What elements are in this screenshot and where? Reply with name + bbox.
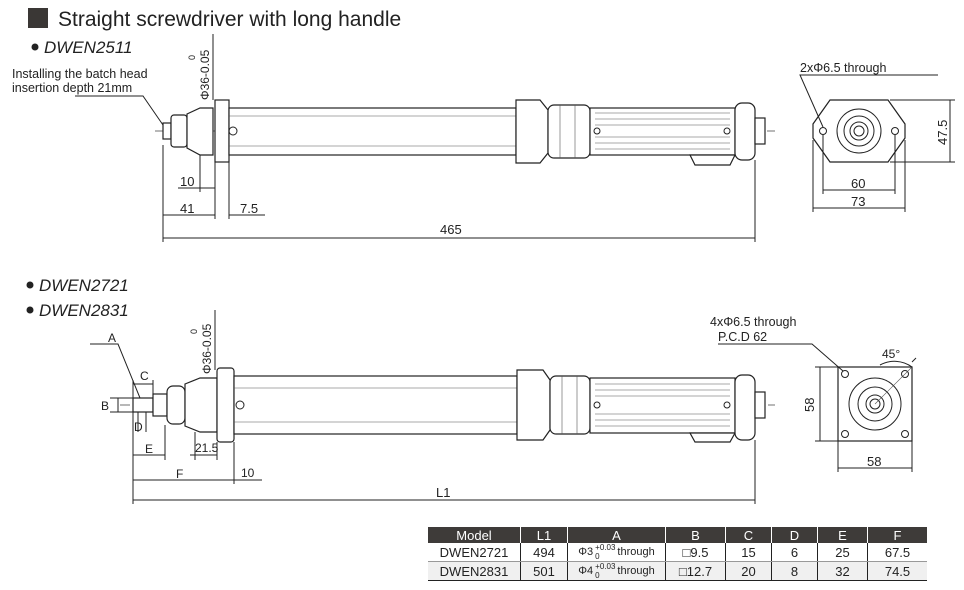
flange-end-view-2511 [812,99,906,163]
cell-b: □12.7 [665,561,726,581]
cell-a-value: Φ4 [578,564,594,577]
col-header: B [665,527,726,543]
cell-d: 6 [771,543,818,562]
cell-a-tol-lower: 0 [595,571,600,580]
label-c: C [140,369,149,383]
diameter-label-bottom: Φ36-0.05 [200,323,214,374]
dim-58-horizontal: 58 [867,454,881,469]
col-header: E [817,527,868,543]
angle-label: 45° [882,347,900,361]
dim-58-vertical: 58 [802,398,817,412]
bottom-dimension-lines [90,343,756,504]
cell-model: DWEN2831 [428,561,521,581]
label-b: B [101,399,109,413]
diameter-upper-top: 0 [187,55,197,60]
dim-21-5: 21.5 [195,441,219,455]
diameter-upper-bottom: 0 [189,329,199,334]
diameter-label-top: Φ36-0.05 [198,49,212,100]
cell-model: DWEN2721 [428,543,521,562]
cell-c: 20 [725,561,772,581]
note-leader [75,95,164,126]
cell-a-suffix: through [617,564,655,577]
flange-end-view-2721 [837,366,913,442]
cell-a-value: Φ3 [578,545,594,558]
top-dimension-lines [162,145,756,242]
pcd-label: P.C.D 62 [718,330,767,344]
screwdriver-dwen2511 [155,99,775,166]
col-header: C [725,527,772,543]
label-e: E [145,442,153,456]
cell-f: 74.5 [867,561,927,581]
flange-holes-top: 2xΦ6.5 through [800,61,886,75]
dim-41: 41 [180,201,194,216]
title-bullet-square [28,8,48,28]
cell-a-suffix: through [617,545,655,558]
cell-a-tol-upper: +0.03 [595,543,616,552]
cell-b: □9.5 [665,543,726,562]
screwdriver-dwen2721-2831 [120,367,775,443]
cell-l1: 494 [520,543,568,562]
dim-7-5: 7.5 [240,201,258,216]
note-line-2: insertion depth 21mm [12,81,132,95]
label-d: D [134,420,143,434]
cell-e: 25 [817,543,868,562]
note-line-1: Installing the batch head [12,67,148,81]
bullet-icon [26,306,34,314]
model-label-dwen2721: DWEN2721 [39,276,129,295]
spec-table: Model L1 A B C D E F DWEN2721 494 Φ3+0.0… [428,527,927,581]
page-title: Straight screwdriver with long handle [58,8,401,31]
dim-10-bottom: 10 [241,466,255,480]
label-f: F [176,467,183,481]
label-l1: L1 [436,485,450,500]
dim-73: 73 [851,194,865,209]
cell-e: 32 [817,561,868,581]
label-a: A [108,331,116,345]
dim-47-5: 47.5 [935,120,950,145]
col-header: D [771,527,818,543]
flange-holes-bottom: 4xΦ6.5 through [710,315,796,329]
dim-10-top: 10 [180,174,194,189]
cell-a-tol-upper: +0.03 [595,562,616,571]
cell-a-tol-lower: 0 [595,552,600,561]
model-label-dwen2831: DWEN2831 [39,301,129,320]
col-header: L1 [520,527,568,543]
dim-60: 60 [851,176,865,191]
dim-465: 465 [440,222,462,237]
bullet-icon [26,281,34,289]
cell-l1: 501 [520,561,568,581]
col-header: A [567,527,666,543]
table-header-row: Model L1 A B C D E F [428,527,927,543]
bullet-icon [31,43,39,51]
cell-c: 15 [725,543,772,562]
cell-f: 67.5 [867,543,927,562]
model-label-dwen2511: DWEN2511 [44,38,133,57]
col-header: Model [428,527,521,543]
col-header: F [867,527,927,543]
cell-d: 8 [771,561,818,581]
